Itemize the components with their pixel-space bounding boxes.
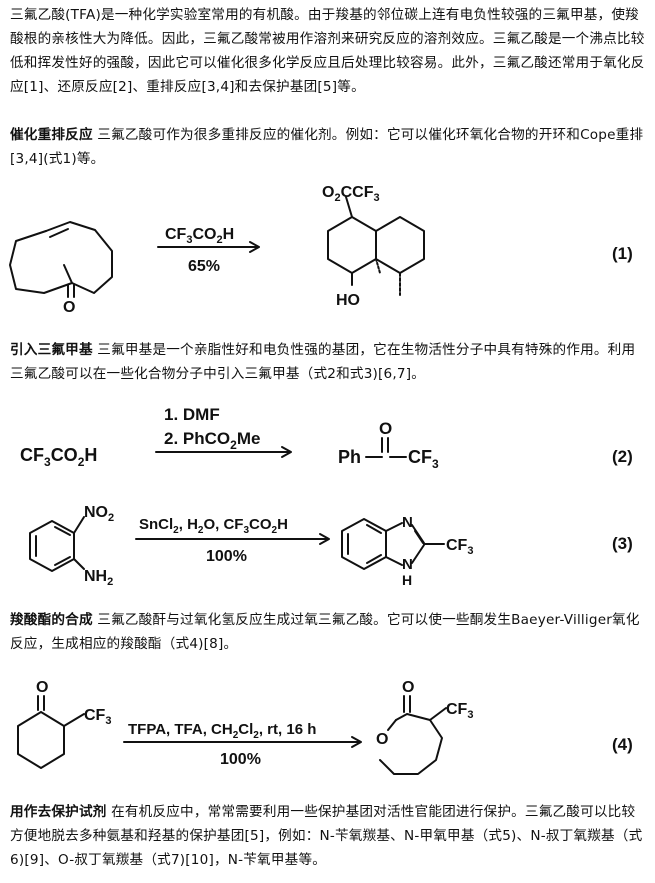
section-trifluoromethylation: 引入三氟甲基 三氟甲基是一个亲脂性好和电负性强的基团，它在生物活性分子中具有特殊…: [10, 338, 646, 386]
reaction-arrow-3: SnCl2, H2O, CF3CO2H 100%: [135, 516, 330, 565]
phenyl-label: Ph: [338, 447, 361, 467]
ketone-oxygen: O: [63, 299, 75, 315]
trifluoromethyl-cyclohexanone: O CF3: [17, 679, 111, 769]
trifluoromethyl-label: CF3: [446, 537, 473, 557]
scheme-1: O CF3CO2H 65% O2CCF3 HO (1): [0, 185, 655, 315]
trifluoroacetic-acid: CF3CO2H: [20, 445, 97, 469]
section-text: 三氟乙酸酐与过氧化氢反应生成过氧三氟乙酸。它可以使一些酮发生Baeyer-Vil…: [10, 612, 640, 652]
yield-label: 100%: [220, 751, 261, 768]
section-text: 三氟乙酸可作为很多重排反应的催化剂。例如：它可以催化环氧化合物的开环和Cope重…: [10, 127, 644, 167]
caprolactone-product: O O CF3: [376, 679, 473, 775]
trifluoroacetophenone: Ph O CF3: [338, 419, 439, 471]
lactone-carbonyl-oxygen: O: [402, 679, 414, 696]
nitro-group: NO2: [84, 504, 114, 524]
decalin-product-structure: O2CCF3 HO: [322, 185, 425, 309]
scheme-3: NO2 NH2 SnCl2, H2O, CF3CO2H 100% N N H C…: [0, 495, 655, 590]
equation-number: (3): [612, 534, 633, 553]
scheme-4-drawing: O CF3 TFPA, TFA, CH2Cl2, rt, 16 h 100% O…: [17, 679, 633, 775]
section-heading: 引入三氟甲基: [10, 342, 93, 358]
amine-nitrogen: N: [402, 556, 413, 573]
scheme-2: CF3CO2H 1. DMF 2. PhCO2Me Ph O CF3 (2): [0, 396, 655, 476]
section-text: 在有机反应中，常常需要利用一些保护基团对活性官能团进行保护。三氟乙酸可以比较方便…: [10, 804, 643, 868]
step-2-label: 2. PhCO2Me: [164, 429, 260, 452]
reaction-arrow-4: TFPA, TFA, CH2Cl2, rt, 16 h 100%: [123, 721, 362, 768]
section-heading: 羧酸酯的合成: [10, 612, 93, 628]
yield-label: 65%: [188, 258, 220, 275]
reagents-label: TFPA, TFA, CH2Cl2, rt, 16 h: [128, 721, 316, 741]
ketone-oxygen: O: [36, 679, 48, 696]
trifluoromethyl-label: CF3: [408, 447, 439, 471]
hydroxy-group: HO: [336, 292, 360, 309]
trifluoromethyl-label: CF3: [446, 701, 473, 721]
reagent-label: CF3CO2H: [165, 226, 234, 246]
reaction-arrow-2: 1. DMF 2. PhCO2Me: [155, 405, 292, 458]
section-deprotection: 用作去保护试剂 在有机反应中，常常需要利用一些保护基团对活性官能团进行保护。三氟…: [10, 800, 646, 872]
amino-group: NH2: [84, 568, 113, 588]
intro-paragraph: 三氟乙酸(TFA)是一种化学实验室常用的有机酸。由于羧基的邻位碳上连有电负性较强…: [10, 3, 646, 99]
section-heading: 用作去保护试剂: [10, 804, 107, 820]
cyclodecenone-structure: O: [9, 221, 113, 315]
scheme-4: O CF3 TFPA, TFA, CH2Cl2, rt, 16 h 100% O…: [0, 672, 655, 790]
section-text: 三氟甲基是一个亲脂性好和电负性强的基团，它在生物活性分子中具有特殊的作用。利用三…: [10, 342, 636, 382]
yield-label: 100%: [206, 548, 247, 565]
equation-number: (2): [612, 447, 633, 466]
equation-number: (1): [612, 244, 633, 263]
ring-oxygen: O: [376, 731, 388, 748]
scheme-2-drawing: CF3CO2H 1. DMF 2. PhCO2Me Ph O CF3 (2): [20, 405, 633, 471]
scheme-3-drawing: NO2 NH2 SnCl2, H2O, CF3CO2H 100% N N H C…: [29, 504, 633, 588]
nitrogen-hydrogen: H: [402, 572, 412, 588]
benzimidazole-structure: N N H CF3: [341, 514, 473, 588]
carbonyl-oxygen: O: [379, 419, 392, 438]
nitroaniline-structure: NO2 NH2: [29, 504, 114, 588]
section-heading: 催化重排反应: [10, 127, 93, 143]
ester-group: O2CCF3: [322, 185, 380, 204]
scheme-1-drawing: O CF3CO2H 65% O2CCF3 HO (1): [9, 185, 633, 315]
section-catalytic-rearrangement: 催化重排反应 三氟乙酸可作为很多重排反应的催化剂。例如：它可以催化环氧化合物的开…: [10, 123, 646, 171]
intro-text: 三氟乙酸(TFA)是一种化学实验室常用的有机酸。由于羧基的邻位碳上连有电负性较强…: [10, 7, 645, 95]
reagents-label: SnCl2, H2O, CF3CO2H: [139, 516, 288, 536]
imine-nitrogen: N: [402, 514, 413, 531]
step-1-label: 1. DMF: [164, 405, 220, 424]
section-ester-synthesis: 羧酸酯的合成 三氟乙酸酐与过氧化氢反应生成过氧三氟乙酸。它可以使一些酮发生Bae…: [10, 608, 646, 656]
equation-number: (4): [612, 735, 633, 754]
trifluoromethyl-label: CF3: [84, 707, 111, 727]
reaction-arrow-1: CF3CO2H 65%: [157, 226, 260, 275]
